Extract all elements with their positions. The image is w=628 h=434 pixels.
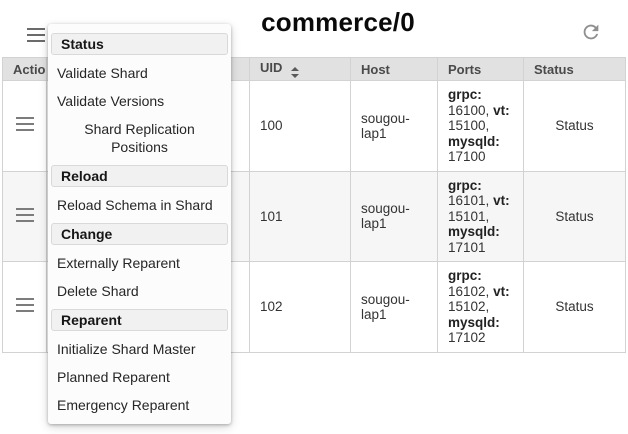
uid-cell: 101 xyxy=(249,170,351,262)
menu-item-delete-shard[interactable]: Delete Shard xyxy=(57,283,139,299)
shard-actions-dropdown: Status Validate Shard Validate Versions … xyxy=(48,24,231,424)
status-cell[interactable]: Status xyxy=(523,170,626,262)
hamburger-icon xyxy=(15,207,34,210)
tablet-actions-menu-button[interactable] xyxy=(15,294,34,316)
row-actions-cell xyxy=(2,80,47,172)
hamburger-icon xyxy=(27,28,45,30)
host-cell: sougou-lap1 xyxy=(350,170,438,262)
status-link[interactable]: Status xyxy=(555,118,594,134)
menu-item-validate-shard[interactable]: Validate Shard xyxy=(57,65,148,81)
menu-section-header-reparent: Reparent xyxy=(51,309,228,331)
page-title: commerce/0 xyxy=(261,7,415,37)
menu-item-initialize-shard-master[interactable]: Initialize Shard Master xyxy=(57,341,196,357)
ports-cell: grpc: 16102, vt: 15102, mysqld: 17102 xyxy=(437,261,524,353)
table-header-status: Status xyxy=(523,57,626,81)
menu-item-validate-versions[interactable]: Validate Versions xyxy=(57,93,165,109)
status-cell[interactable]: Status xyxy=(523,80,626,172)
sort-icon[interactable] xyxy=(291,67,300,78)
menu-item-externally-reparent[interactable]: Externally Reparent xyxy=(57,255,180,271)
status-cell[interactable]: Status xyxy=(523,261,626,353)
row-actions-cell xyxy=(2,170,47,262)
menu-section-header-change: Change xyxy=(51,223,228,245)
menu-item-shard-replication-positions[interactable]: Shard Replication Positions xyxy=(84,121,195,155)
menu-section-header-status: Status xyxy=(51,33,228,55)
menu-item-emergency-reparent[interactable]: Emergency Reparent xyxy=(57,397,190,413)
table-header-uid[interactable]: UID xyxy=(249,57,351,81)
refresh-button[interactable] xyxy=(580,21,602,43)
status-link[interactable]: Status xyxy=(555,299,594,315)
uid-cell: 102 xyxy=(249,261,351,353)
table-header-action: Action xyxy=(2,57,47,81)
ports-cell: grpc: 16100, vt: 15100, mysqld: 17100 xyxy=(437,80,524,172)
tablet-actions-menu-button[interactable] xyxy=(15,113,34,135)
status-link[interactable]: Status xyxy=(555,208,594,224)
menu-item-planned-reparent[interactable]: Planned Reparent xyxy=(57,369,170,385)
row-actions-cell xyxy=(2,261,47,353)
menu-item-reload-schema-in-shard[interactable]: Reload Schema in Shard xyxy=(57,197,213,213)
tablet-actions-menu-button[interactable] xyxy=(15,204,34,226)
table-header-ports: Ports xyxy=(437,57,524,81)
ports-cell: grpc: 16101, vt: 15101, mysqld: 17101 xyxy=(437,170,524,262)
uid-cell: 100 xyxy=(249,80,351,172)
host-cell: sougou-lap1 xyxy=(350,80,438,172)
hamburger-icon xyxy=(15,117,34,120)
host-cell: sougou-lap1 xyxy=(350,261,438,353)
menu-section-header-reload: Reload xyxy=(51,165,228,187)
shard-actions-menu-button[interactable] xyxy=(27,24,45,46)
hamburger-icon xyxy=(15,298,34,301)
table-header-host: Host xyxy=(350,57,438,81)
refresh-icon xyxy=(583,24,599,40)
